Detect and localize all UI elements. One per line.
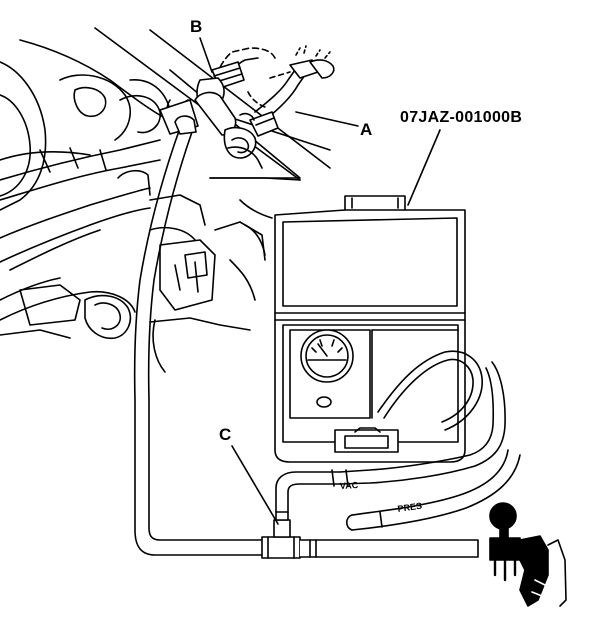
- gauge-hoses: [331, 361, 521, 531]
- pres-hose-label: PRES: [397, 501, 423, 514]
- vacuum-hose-run: [133, 115, 263, 556]
- engine-bay: [0, 27, 331, 373]
- callout-b: B: [190, 17, 203, 36]
- callout-c: C: [219, 425, 232, 444]
- callout-a: A: [360, 120, 373, 139]
- vac-hose-label: VAC: [340, 480, 359, 491]
- part-number-label: 07JAZ-001000B: [400, 109, 523, 126]
- hand-pump: [489, 502, 567, 607]
- top-hose-assembly: [159, 37, 359, 169]
- gauge-case: [274, 129, 483, 463]
- tee-fitting: [231, 445, 479, 559]
